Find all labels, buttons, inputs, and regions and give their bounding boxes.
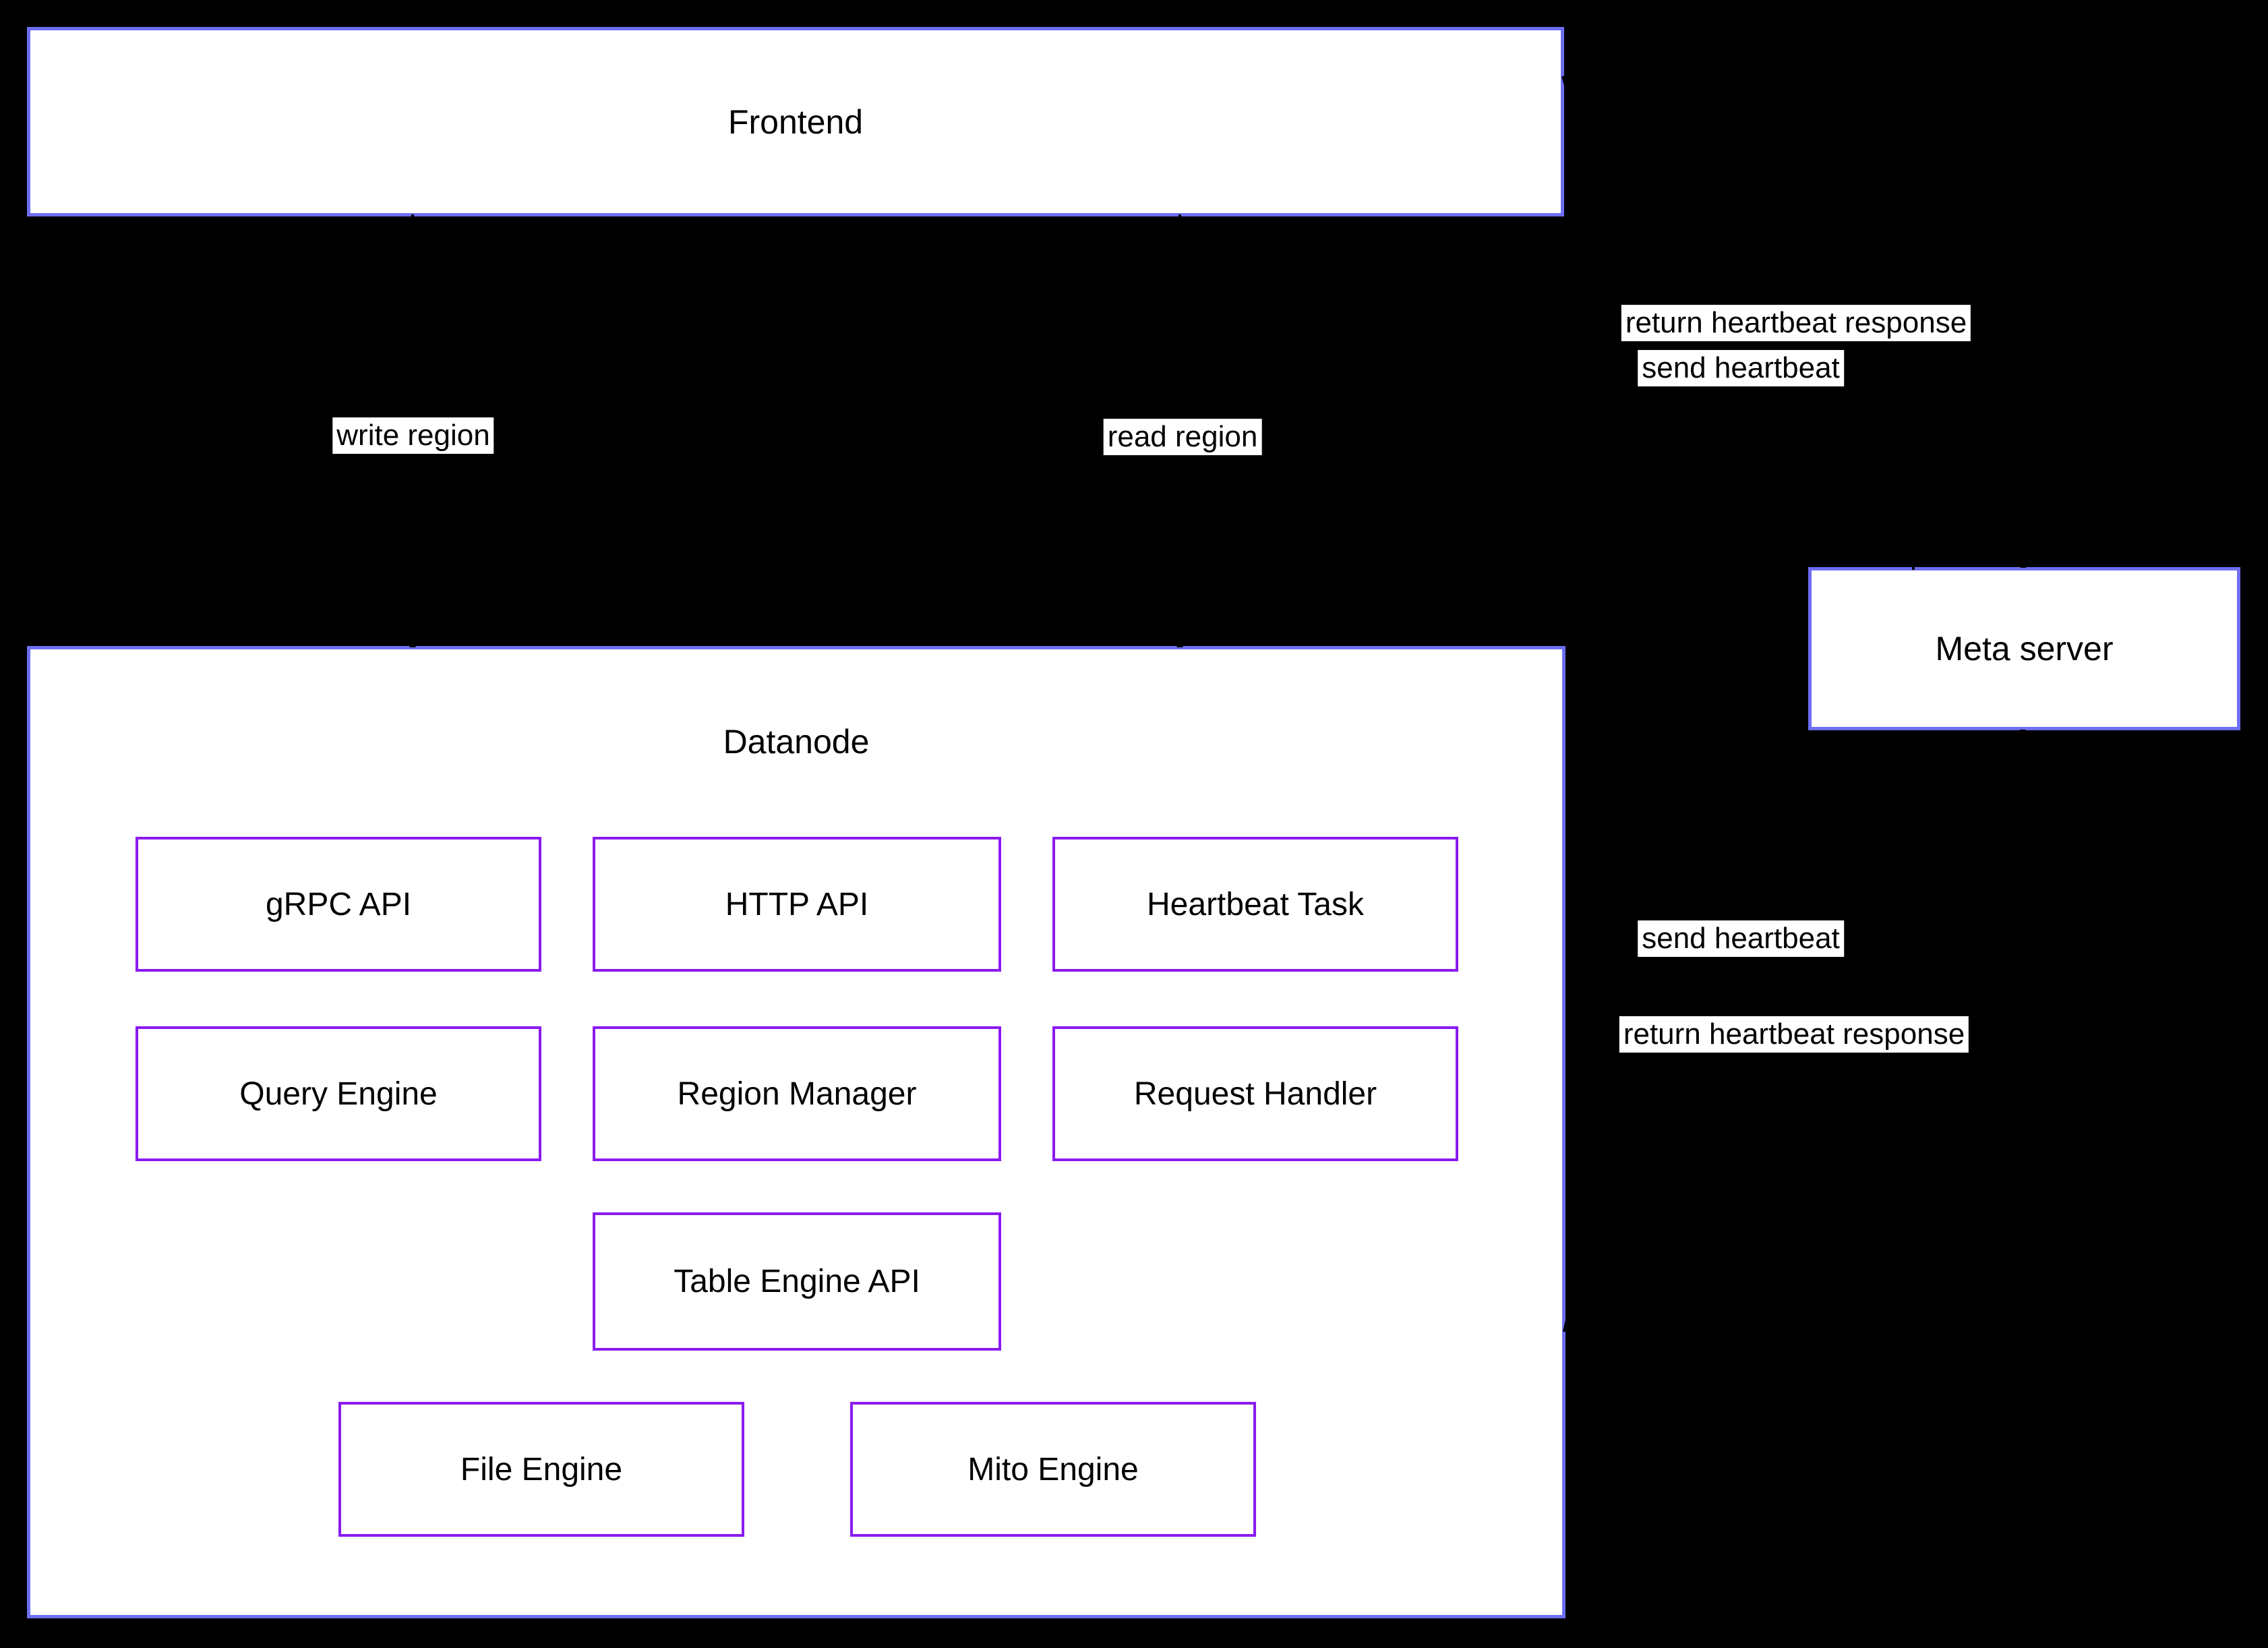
request-handler-label: Request Handler (1133, 1076, 1377, 1112)
meta-server-node: Meta server (1808, 567, 2240, 730)
region-manager-node: Region Manager (593, 1026, 1001, 1161)
datanode-send-heartbeat-edge-label: send heartbeat (1638, 920, 1844, 957)
table-engine-api-label: Table Engine API (674, 1264, 920, 1299)
http-api-node: HTTP API (593, 837, 1001, 972)
frontend-label: Frontend (727, 102, 864, 141)
file-engine-node: File Engine (338, 1402, 744, 1537)
mito-engine-node: Mito Engine (850, 1402, 1256, 1537)
heartbeat-task-label: Heartbeat Task (1147, 886, 1364, 922)
grpc-api-label: gRPC API (265, 886, 412, 922)
write-region-edge-label: write region (332, 417, 494, 454)
http-api-label: HTTP API (725, 886, 869, 922)
mito-engine-label: Mito Engine (967, 1451, 1139, 1488)
query-engine-node: Query Engine (136, 1026, 541, 1161)
frontend-return-heartbeat-edge-label: return heartbeat response (1621, 305, 1971, 341)
read-region-edge-label: read region (1103, 419, 1262, 455)
table-engine-api-node: Table Engine API (593, 1212, 1001, 1351)
grpc-api-node: gRPC API (136, 837, 541, 972)
region-manager-label: Region Manager (677, 1076, 917, 1112)
frontend-node: Frontend (27, 27, 1564, 216)
heartbeat-task-node: Heartbeat Task (1052, 837, 1458, 972)
frontend-send-heartbeat-edge-label: send heartbeat (1638, 350, 1844, 386)
file-engine-label: File Engine (460, 1451, 623, 1488)
meta-server-label: Meta server (1935, 630, 2114, 668)
query-engine-label: Query Engine (239, 1076, 438, 1112)
request-handler-node: Request Handler (1052, 1026, 1458, 1161)
datanode-return-heartbeat-edge-label: return heartbeat response (1619, 1016, 1969, 1053)
datanode-label: Datanode (723, 723, 870, 761)
